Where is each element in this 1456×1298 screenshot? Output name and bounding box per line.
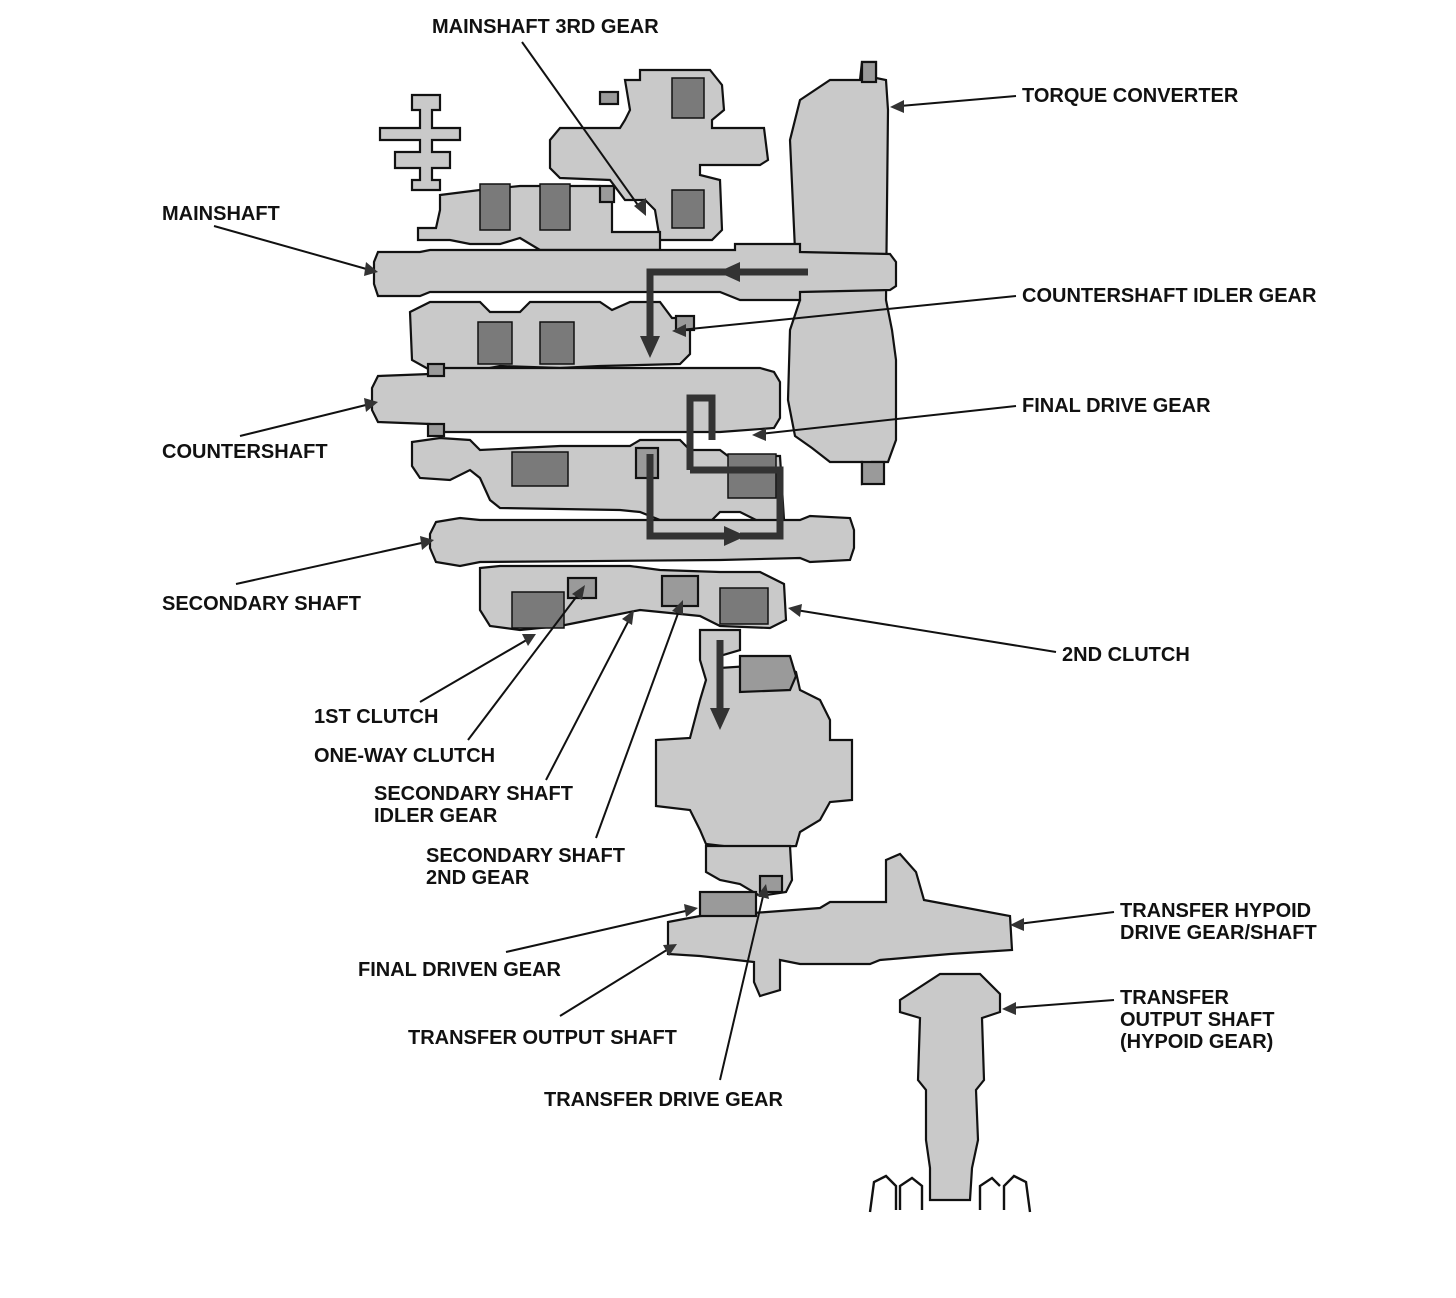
secondary-upper-clutch — [410, 436, 786, 524]
label-final-driven-gear: FINAL DRIVEN GEAR — [358, 959, 562, 981]
label-transfer-output-shaft: TRANSFER OUTPUT SHAFT — [408, 1027, 677, 1049]
label-transfer-output-hypoid-2: OUTPUT SHAFT — [1120, 1009, 1274, 1031]
label-transfer-output-hypoid-3: (HYPOID GEAR) — [1120, 1031, 1273, 1053]
callout-labels: MAINSHAFT 3RD GEAR TORQUE CONVERTER MAIN… — [162, 16, 1317, 1111]
label-one-way-clutch: ONE-WAY CLUTCH — [314, 745, 495, 767]
secondary-shaft — [428, 514, 856, 568]
label-secondary-shaft-2nd-gear-1: SECONDARY SHAFT — [426, 845, 625, 867]
label-secondary-shaft-2nd-gear-2: 2ND GEAR — [426, 867, 530, 889]
differential — [654, 628, 854, 898]
label-secondary-shaft-idler-gear-2: IDLER GEAR — [374, 805, 498, 827]
label-1st-clutch: 1ST CLUTCH — [314, 706, 438, 728]
label-countershaft-idler-gear: COUNTERSHAFT IDLER GEAR — [1022, 285, 1317, 307]
label-countershaft: COUNTERSHAFT — [162, 441, 328, 463]
secondary-lower-clutches — [478, 564, 788, 632]
mainshaft-shaft — [372, 242, 898, 302]
transfer-output-hypoid-shaft — [868, 972, 1032, 1213]
label-transfer-hypoid-2: DRIVE GEAR/SHAFT — [1120, 922, 1317, 944]
label-mainshaft-3rd-gear: MAINSHAFT 3RD GEAR — [432, 16, 659, 38]
label-transfer-output-hypoid-1: TRANSFER — [1120, 987, 1229, 1009]
label-secondary-shaft-idler-gear-1: SECONDARY SHAFT — [374, 783, 573, 805]
label-transfer-hypoid-1: TRANSFER HYPOID — [1120, 900, 1311, 922]
label-mainshaft: MAINSHAFT — [162, 203, 280, 225]
label-torque-converter: TORQUE CONVERTER — [1022, 85, 1239, 107]
label-2nd-clutch: 2ND CLUTCH — [1062, 644, 1190, 666]
power-flow-path — [640, 262, 808, 730]
transfer-output-shaft-assembly — [666, 852, 1014, 998]
label-final-drive-gear: FINAL DRIVE GEAR — [1022, 395, 1211, 417]
leader-lines — [213, 41, 1115, 1081]
upper-gear-cluster — [378, 68, 770, 252]
label-secondary-shaft: SECONDARY SHAFT — [162, 593, 361, 615]
countershaft-shaft — [370, 362, 782, 438]
label-transfer-drive-gear: TRANSFER DRIVE GEAR — [544, 1089, 783, 1111]
